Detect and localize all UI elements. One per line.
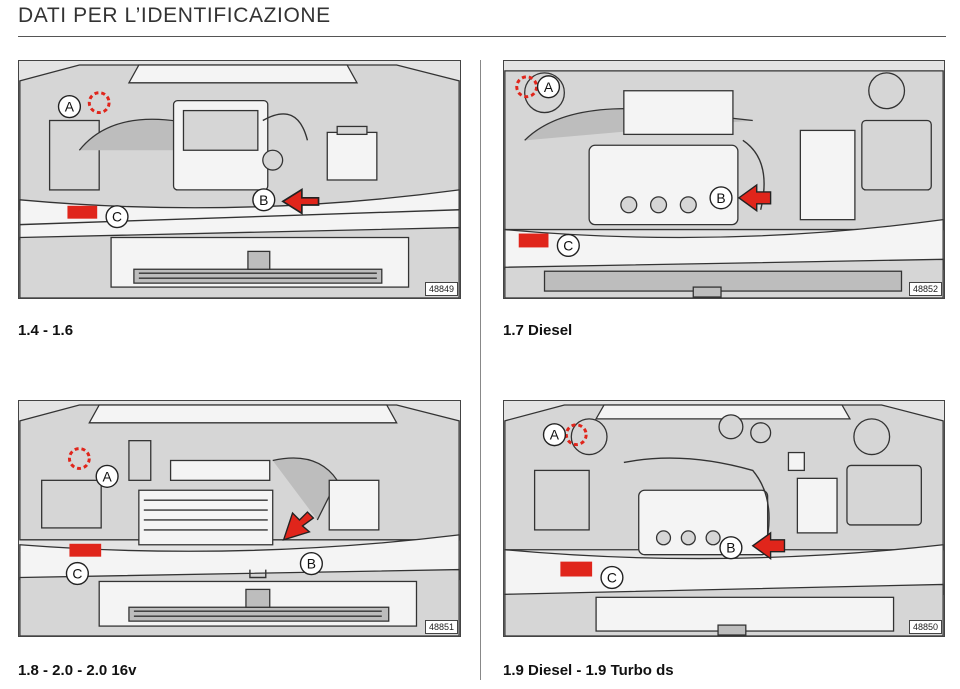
marker-b: B: [252, 188, 276, 212]
engine-bay-drawing: A B C: [19, 64, 460, 298]
svg-text:C: C: [112, 209, 122, 225]
marker-a: A: [95, 464, 119, 488]
svg-text:A: A: [65, 99, 75, 115]
svg-text:C: C: [72, 566, 82, 582]
svg-text:B: B: [307, 556, 316, 572]
engine-bay-drawing: A B C: [19, 404, 460, 636]
svg-text:B: B: [259, 192, 268, 208]
column-divider: [480, 60, 481, 680]
engine-bay-illustration-4: A B C 48850: [503, 400, 945, 637]
engine-bay-drawing: A B C: [504, 70, 944, 298]
figure-reference-code: 48851: [424, 620, 458, 634]
svg-text:B: B: [726, 540, 735, 556]
svg-text:A: A: [102, 468, 112, 484]
marker-a: A: [57, 95, 82, 119]
page-title: DATI PER L’IDENTIFICAZIONE: [18, 4, 331, 27]
engine-caption: 1.9 Diesel - 1.9 Turbo ds: [503, 662, 674, 679]
marker-b: B: [709, 186, 733, 210]
engine-caption: 1.8 - 2.0 - 2.0 16v: [18, 662, 137, 679]
marker-c: C: [600, 565, 624, 590]
engine-caption: 1.4 - 1.6: [18, 322, 74, 339]
marker-b: B: [719, 536, 743, 560]
figure-reference-code: 48852: [908, 282, 942, 296]
engine-bay-drawing: A B C: [504, 404, 944, 636]
engine-bay-illustration-2: A B C 48852: [503, 60, 945, 299]
svg-text:B: B: [716, 190, 725, 206]
marker-a: A: [536, 75, 561, 99]
marker-c: C: [556, 233, 580, 258]
marker-a: A: [542, 423, 567, 447]
engine-bay-illustration-1: A B C 48849: [18, 60, 461, 299]
title-divider: [18, 36, 946, 37]
engine-bay-illustration-3: A B C 48851: [18, 400, 461, 637]
svg-text:C: C: [563, 237, 573, 253]
marker-c: C: [65, 561, 89, 586]
marker-c: C: [105, 205, 129, 229]
svg-text:A: A: [550, 427, 560, 443]
figure-reference-code: 48849: [424, 282, 458, 296]
svg-text:A: A: [544, 79, 554, 95]
figure-reference-code: 48850: [908, 620, 942, 634]
engine-caption: 1.7 Diesel: [503, 322, 573, 339]
marker-b: B: [299, 552, 323, 576]
svg-text:C: C: [607, 569, 617, 585]
